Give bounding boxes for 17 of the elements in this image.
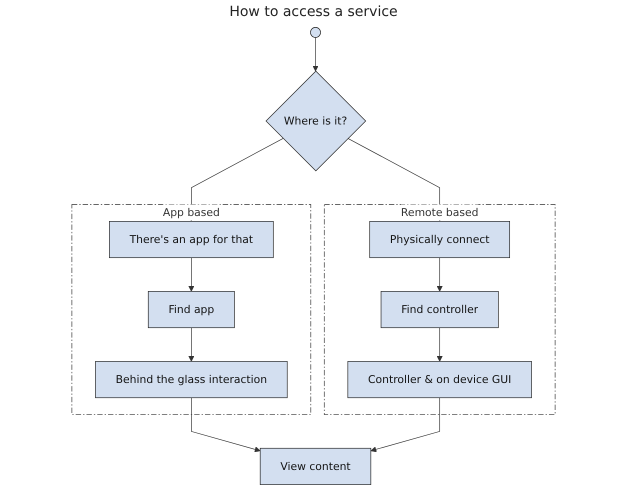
arrow <box>436 327 443 362</box>
node-box: Controller & on device GUI <box>348 361 532 398</box>
node-box: Find app <box>148 291 235 328</box>
node-circle <box>310 27 321 38</box>
node-box: There's an app for that <box>109 221 274 258</box>
arrow <box>312 37 318 72</box>
diagram-title: How to access a service <box>228 4 399 20</box>
arrow <box>191 397 260 452</box>
node-diamond: Where is it? <box>266 70 366 172</box>
node-box: Behind the glass interaction <box>95 361 288 398</box>
node-box: Find controller <box>380 291 499 328</box>
node-box: View content <box>260 448 372 485</box>
arrow <box>436 257 443 292</box>
arrow <box>370 397 440 452</box>
node-box: Physically connect <box>369 221 510 258</box>
arrow <box>188 327 194 362</box>
arrow <box>188 257 194 292</box>
